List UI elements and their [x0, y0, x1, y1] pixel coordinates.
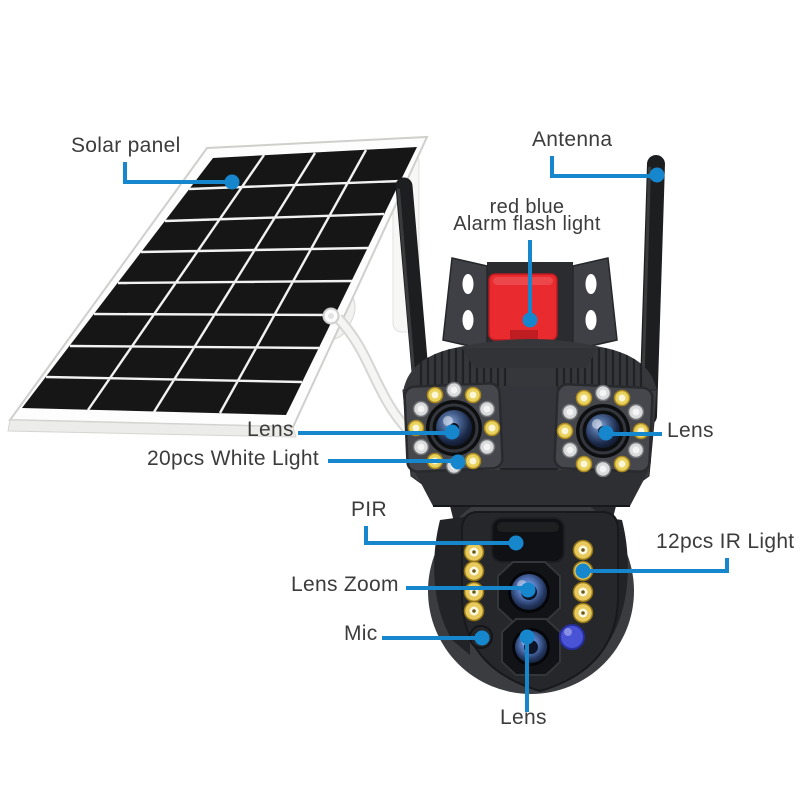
lens-panel-left [403, 381, 504, 475]
bottom-lens-assembly [501, 618, 561, 676]
label-lens-left: Lens [247, 418, 294, 441]
solar-panel [7, 135, 429, 438]
label-solar-panel: Solar panel [71, 134, 181, 157]
callout-dot-alarm-flash [522, 312, 538, 328]
camera-head-rim [414, 470, 649, 507]
label-white-light: 20pcs White Light [147, 447, 320, 470]
callout-dot-lens-zoom [520, 582, 536, 598]
callout-dot-lens-right [598, 425, 614, 441]
callout-dot-pir [508, 535, 524, 551]
callout-line-solar-panel [123, 162, 228, 184]
pir-sensor [491, 517, 565, 563]
label-antenna: Antenna [532, 128, 613, 151]
label-ir-light: 12pcs IR Light [656, 530, 795, 553]
label-lens-right: Lens [667, 419, 714, 442]
callout-lines [123, 156, 729, 712]
label-lens-bottom: Lens [500, 706, 547, 729]
label-alarm-line1: red blue [489, 196, 565, 218]
solar-cable [322, 307, 414, 436]
label-lens-zoom: Lens Zoom [291, 573, 399, 596]
callout-dot-lens-left [444, 424, 460, 440]
callout-dot-lens-bottom [519, 629, 535, 645]
label-pir: PIR [351, 498, 387, 521]
label-mic: Mic [344, 622, 378, 645]
label-alarm-line2: Alarm flash light [453, 213, 601, 235]
callout-line-antenna [550, 156, 650, 178]
callout-dot-solar-panel [224, 174, 240, 190]
label-alarm-flash-light: red blue Alarm flash light [427, 196, 627, 235]
callout-dot-white-light [450, 454, 466, 470]
callout-dot-antenna [649, 167, 665, 183]
light-sensor [559, 624, 585, 650]
callout-line-pir [364, 526, 510, 545]
callout-dot-ir-light [575, 563, 591, 579]
callout-dot-mic [474, 630, 490, 646]
alarm-flash-panel [488, 273, 558, 348]
camera-head-dome [403, 339, 657, 396]
solar-grid-lines [45, 149, 402, 414]
callout-line-ir-light [588, 558, 729, 573]
